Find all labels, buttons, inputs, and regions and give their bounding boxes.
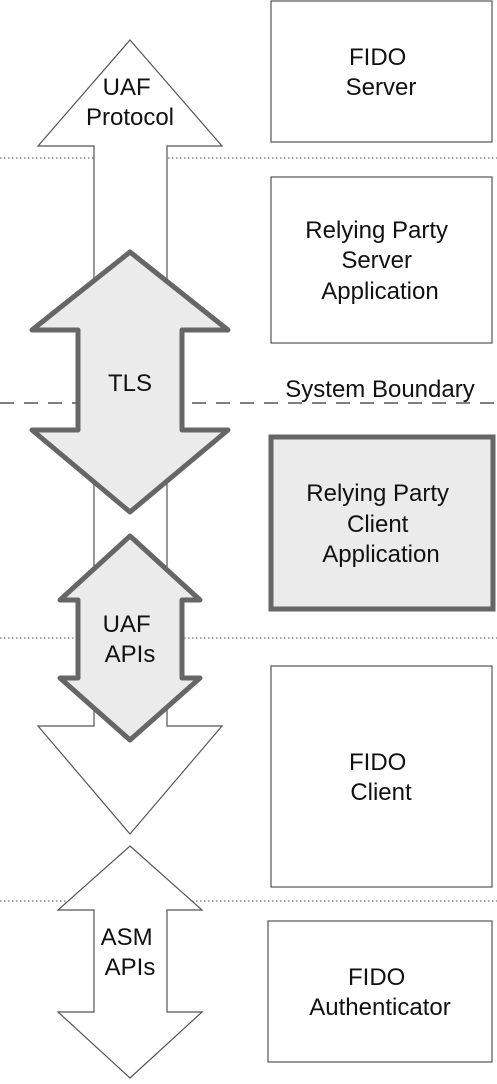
rp-server-app-box [270, 176, 493, 344]
rp-client-app-box [268, 434, 496, 612]
system-boundary-label-bg [268, 373, 492, 402]
tls-label: TLS [108, 370, 152, 397]
system-boundary-label: System Boundary [285, 376, 474, 403]
uaf-apis-arrow [57, 533, 203, 743]
rp-server-app-label: Relying Party Server Application [305, 217, 454, 305]
rp-client-app-label: Relying Party Client Application [306, 480, 455, 568]
asm-apis-label: ASM APIs [101, 924, 160, 981]
tls-arrow [29, 249, 231, 515]
fido-authenticator-label: FIDO Authenticator [309, 964, 450, 1021]
uaf-apis-label: UAF APIs [103, 611, 158, 668]
fido-authenticator-box [267, 920, 493, 1063]
fido-server-label: FIDO Server [346, 44, 417, 101]
fido-client-label: FIDO Client [349, 749, 413, 806]
asm-apis-arrow [56, 845, 204, 1079]
uaf-protocol-label: UAF Protocol [86, 74, 174, 131]
fido-server-box [270, 0, 493, 143]
fido-client-box [270, 665, 493, 888]
